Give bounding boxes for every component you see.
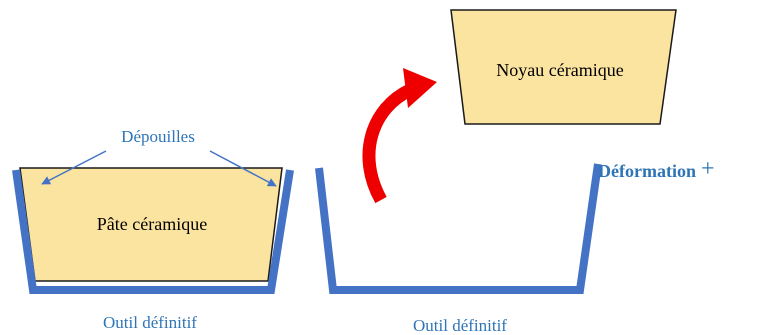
right-mold-assembly: Noyau céramique Déformation+ Outil défin… <box>315 9 715 335</box>
deformation-label: Déformation+ <box>598 156 715 182</box>
paste-label: Pâte céramique <box>97 214 207 234</box>
left-tool-outline <box>12 169 294 294</box>
right-draft-arrow <box>209 150 277 187</box>
left-draft-arrow <box>41 150 107 185</box>
core-label: Noyau céramique <box>496 60 623 80</box>
extraction-arrow-head <box>403 68 437 108</box>
right-tool-outline <box>315 163 602 294</box>
ceramic-core-shape <box>450 9 677 125</box>
left-tool-label: Outil définitif <box>103 313 197 332</box>
draft-label: Dépouilles <box>121 127 195 146</box>
extraction-arrow-shaft <box>362 84 414 204</box>
left-mold-assembly: Pâte céramique Dépouilles Outil définiti… <box>12 127 294 332</box>
right-tool-label: Outil définitif <box>413 316 507 335</box>
